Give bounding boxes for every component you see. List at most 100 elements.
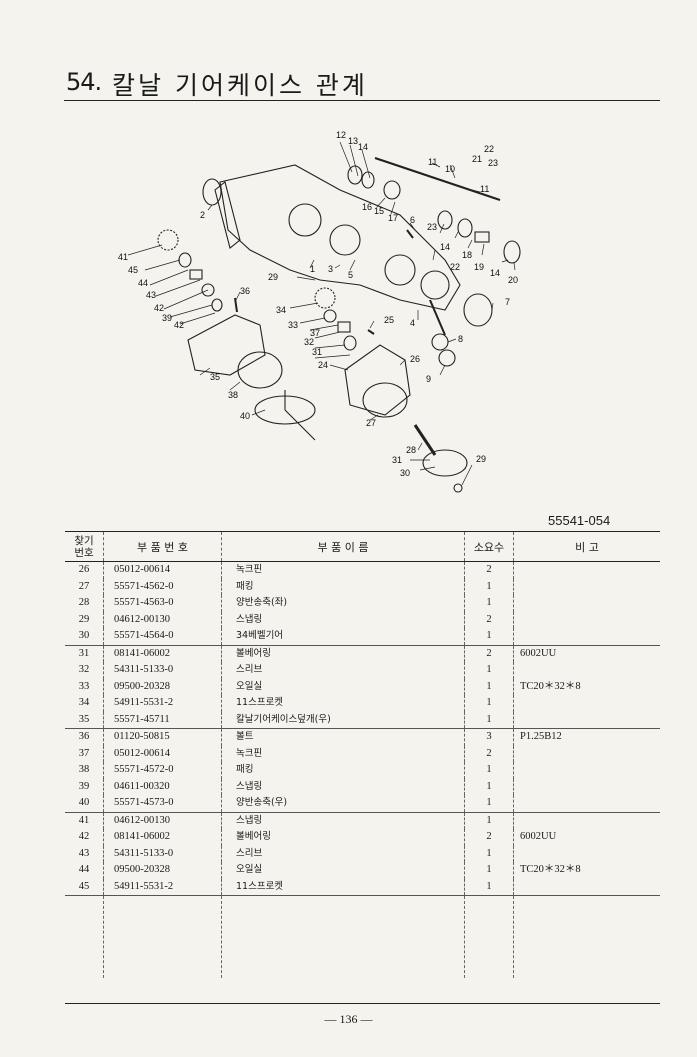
part-name-cell: 스리브 xyxy=(221,662,465,679)
quantity-cell: 2 xyxy=(464,745,514,762)
callout-label: 3 xyxy=(328,264,333,274)
part-name-cell: 볼트 xyxy=(221,728,465,746)
part-number-cell: 04612-00130 xyxy=(103,611,222,628)
callout-label: 14 xyxy=(440,242,450,252)
remarks-cell xyxy=(513,878,660,896)
callout-label: 22 xyxy=(450,262,460,272)
part-name-cell: 칼날기어케이스덮개(우) xyxy=(221,711,465,729)
part-number-cell: 55571-45711 xyxy=(103,711,222,729)
remarks-cell xyxy=(514,579,661,596)
callout-label: 12 xyxy=(336,130,346,140)
gear-20-shape xyxy=(503,240,521,264)
callout-label: 44 xyxy=(138,278,148,288)
part-name-cell: 녹크핀 xyxy=(221,561,465,579)
header-part-name: 부 품 이 름 xyxy=(221,531,465,562)
callout-label: 1 xyxy=(310,264,315,274)
quantity-cell: 2 xyxy=(464,645,514,662)
pin-25-shape xyxy=(367,329,375,335)
gear-16-shape xyxy=(383,180,401,200)
find-number-cell: 31 xyxy=(65,645,104,662)
remarks-cell xyxy=(513,795,660,813)
quantity-cell: 1 xyxy=(464,778,514,795)
bearing-9-shape xyxy=(438,349,456,367)
callout-label: 34 xyxy=(276,305,286,315)
callout-label: 7 xyxy=(505,297,510,307)
part-number-cell: 09500-20328 xyxy=(103,862,222,879)
sprocket-45-shape xyxy=(157,229,179,251)
part-number-cell: 54911-5531-2 xyxy=(103,878,222,896)
part-number-cell: 55571-4564-0 xyxy=(103,628,222,646)
callout-label: 42 xyxy=(174,320,184,330)
seal-33-shape xyxy=(323,309,337,323)
find-number-cell: 39 xyxy=(65,778,104,795)
callout-label: 11 xyxy=(428,157,437,167)
quantity-cell: 3 xyxy=(464,728,514,746)
callout-label: 22 xyxy=(484,144,494,154)
callout-label: 13 xyxy=(348,136,358,146)
housing-bore-3 xyxy=(384,254,416,286)
callout-label: 40 xyxy=(240,411,250,421)
callout-label: 21 xyxy=(472,154,482,164)
remarks-cell xyxy=(514,695,661,712)
find-number-cell: 44 xyxy=(65,862,104,879)
part-name-cell: 패킹 xyxy=(221,578,465,595)
callout-label: 25 xyxy=(384,315,394,325)
remarks-cell: TC20＊32＊8 xyxy=(520,680,581,692)
remarks-cell xyxy=(513,711,660,729)
bearing-14-shape xyxy=(361,171,375,189)
find-number-cell: 41 xyxy=(65,812,104,829)
callout-label: 42 xyxy=(154,303,164,313)
part-number-cell: 55571-4572-0 xyxy=(103,762,222,779)
housing-arm-shape xyxy=(214,181,241,249)
callout-label: 19 xyxy=(474,262,484,272)
quantity-cell: 1 xyxy=(464,628,514,646)
remarks-cell: TC20＊32＊8 xyxy=(520,864,581,876)
header-quantity: 소요수 xyxy=(464,531,514,562)
find-number-cell: 43 xyxy=(65,845,104,862)
pin-shape xyxy=(429,299,446,336)
callout-label: 9 xyxy=(426,374,431,384)
remarks-cell xyxy=(514,779,661,796)
gear-18-shape xyxy=(457,218,473,238)
header-remarks: 비 고 xyxy=(575,540,599,554)
remarks-cell xyxy=(514,562,661,579)
callout-label: 31 xyxy=(312,347,322,357)
quantity-cell: 1 xyxy=(464,678,514,695)
callout-label: 2 xyxy=(200,210,205,220)
callout-label: 8 xyxy=(458,334,463,344)
part-name-cell: 11스프로켓 xyxy=(221,878,465,896)
remarks-cell xyxy=(514,812,661,829)
housing-bore-4 xyxy=(420,270,450,300)
bearing-8-shape xyxy=(431,333,449,351)
part-name-cell: 녹크핀 xyxy=(221,745,465,762)
part-name-cell: 양반송축(우) xyxy=(221,795,465,813)
part-number-cell: 04611-00320 xyxy=(103,778,222,795)
right-cover-24-shape xyxy=(344,344,411,416)
remarks-cell xyxy=(513,628,660,646)
callout-label: 10 xyxy=(445,164,455,174)
header-part-number: 부 품 번 호 xyxy=(103,531,222,562)
shaft-28-shape xyxy=(413,424,437,456)
remarks-cell xyxy=(514,595,661,612)
bearing-44-shape xyxy=(178,252,192,268)
quantity-cell: 1 xyxy=(464,578,514,595)
callout-label: 14 xyxy=(358,142,368,152)
part-name-cell: 패킹 xyxy=(221,762,465,779)
shaft-40-shape xyxy=(284,390,316,441)
seal-2-shape xyxy=(202,178,222,206)
